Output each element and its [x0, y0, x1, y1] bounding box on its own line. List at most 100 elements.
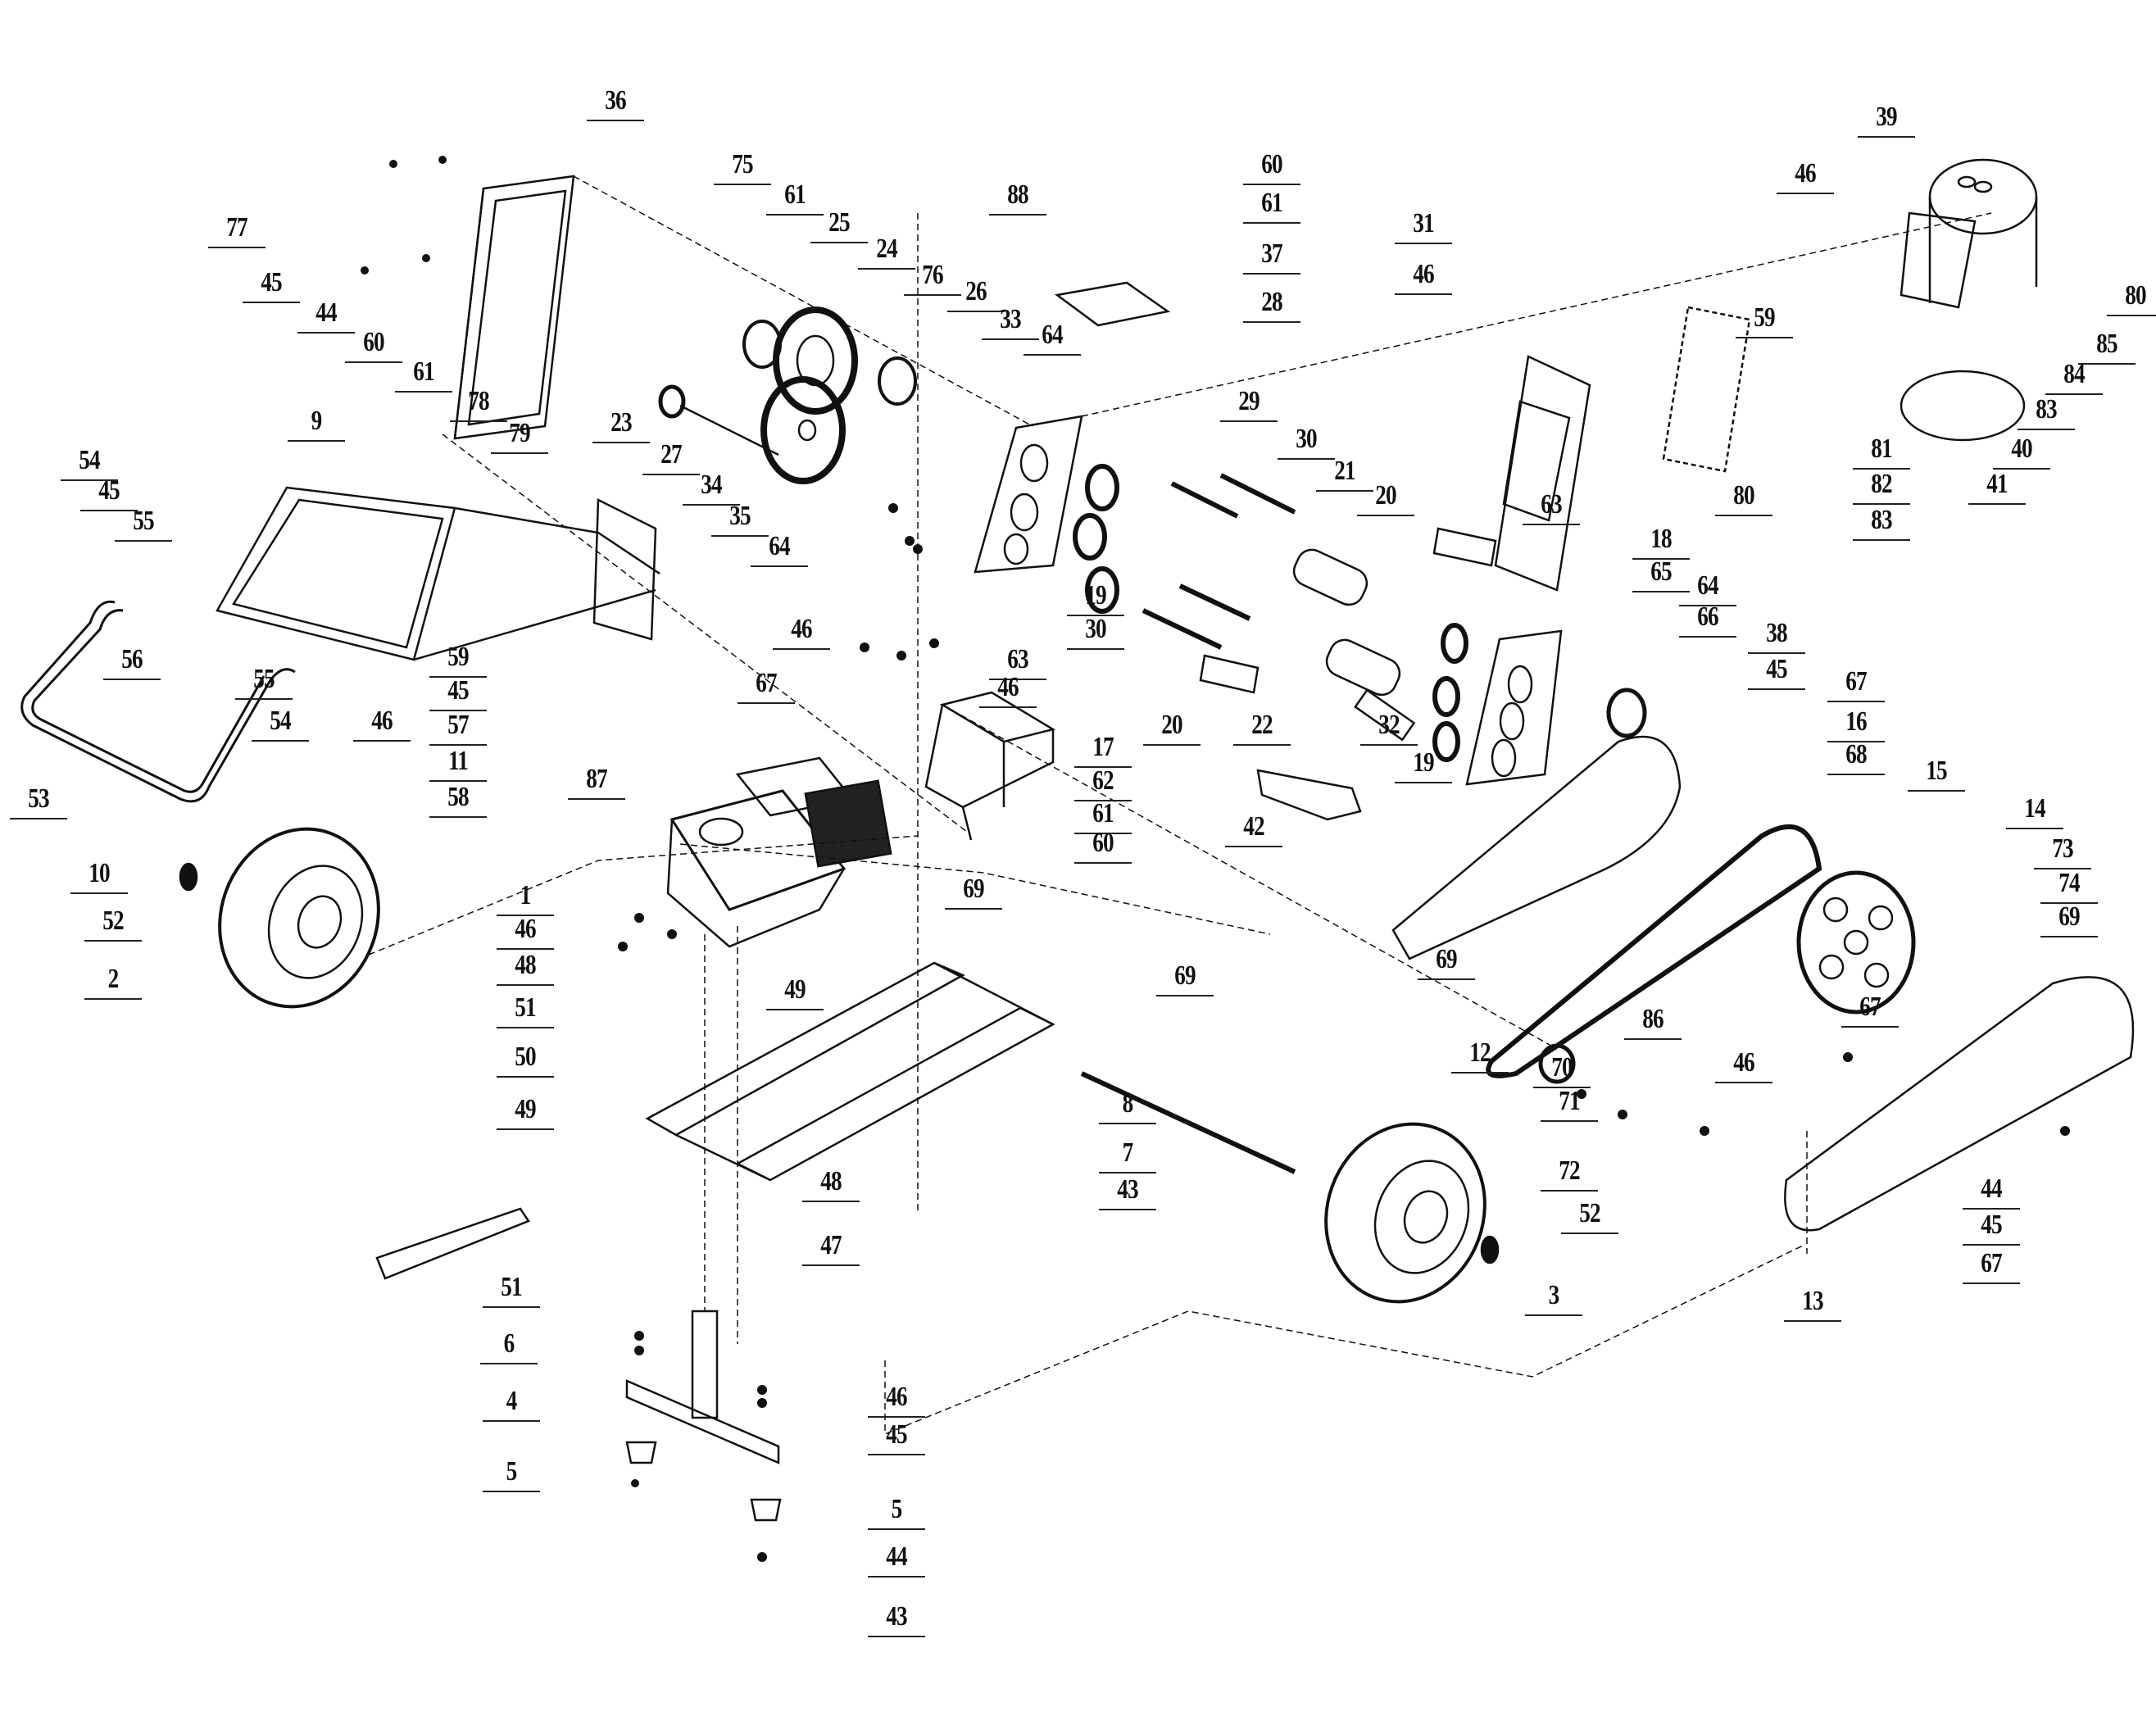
part-number: 64 — [769, 531, 790, 561]
part-callout-55: 55 — [235, 665, 293, 700]
part-number: 87 — [586, 764, 607, 794]
part-callout-11: 11 — [429, 747, 487, 782]
part-callout-71: 71 — [1541, 1087, 1598, 1122]
part-number: 61 — [413, 356, 434, 387]
part-number: 16 — [1845, 706, 1867, 737]
part-number: 17 — [1092, 732, 1114, 762]
part-number: 46 — [997, 672, 1019, 702]
part-callout-10: 10 — [70, 860, 128, 894]
part-number: 60 — [1092, 828, 1114, 858]
part-callout-46: 46 — [868, 1383, 925, 1418]
part-number: 46 — [1413, 259, 1434, 289]
part-number: 88 — [1007, 179, 1028, 210]
part-callout-4: 4 — [483, 1387, 540, 1422]
part-callout-45: 45 — [243, 269, 300, 303]
part-number: 29 — [1238, 386, 1260, 416]
part-number: 1 — [520, 880, 532, 910]
part-number: 70 — [1551, 1052, 1573, 1083]
part-number: 55 — [133, 506, 154, 536]
part-number: 15 — [1926, 756, 1947, 786]
part-callout-86: 86 — [1624, 1006, 1682, 1040]
part-callout-53: 53 — [10, 785, 67, 819]
part-number: 12 — [1469, 1037, 1491, 1068]
part-callout-59: 59 — [429, 643, 487, 678]
pulley-14 — [1796, 870, 1916, 1015]
part-callout-46: 46 — [1395, 261, 1452, 295]
part-number: 48 — [820, 1166, 842, 1196]
part-callout-48: 48 — [802, 1168, 860, 1202]
part-number: 72 — [1559, 1155, 1580, 1186]
cover-plate-37 — [1054, 281, 1171, 327]
part-callout-67: 67 — [738, 670, 795, 704]
part-number: 69 — [963, 874, 984, 904]
part-callout-13: 13 — [1784, 1287, 1841, 1322]
part-callout-46: 46 — [353, 707, 411, 742]
part-callout-67: 67 — [1963, 1250, 2020, 1284]
part-number: 69 — [1174, 960, 1196, 991]
part-callout-60: 60 — [345, 329, 402, 363]
part-callout-44: 44 — [297, 299, 355, 334]
part-number: 74 — [2058, 868, 2080, 898]
part-number: 41 — [1986, 469, 2008, 499]
part-number: 33 — [1000, 304, 1021, 334]
wheel-2 — [179, 827, 380, 1009]
part-callout-85: 85 — [2078, 330, 2136, 365]
part-callout-17: 17 — [1074, 733, 1132, 768]
part-number: 3 — [1548, 1280, 1560, 1310]
part-number: 80 — [1733, 480, 1754, 511]
part-callout-42: 42 — [1225, 813, 1282, 847]
part-callout-65: 65 — [1632, 558, 1690, 592]
tow-bar-6 — [375, 1207, 530, 1280]
part-number: 53 — [28, 783, 49, 814]
part-number: 45 — [1766, 654, 1787, 684]
hopper-9 — [216, 486, 660, 661]
part-callout-68: 68 — [1827, 741, 1885, 775]
part-callout-54: 54 — [252, 707, 309, 742]
part-callout-45: 45 — [429, 677, 487, 711]
part-callout-78: 78 — [450, 388, 507, 422]
part-number: 25 — [828, 207, 850, 238]
part-callout-1: 1 — [497, 882, 554, 916]
part-number: 83 — [1871, 505, 1892, 535]
part-number: 77 — [226, 212, 247, 243]
part-number: 20 — [1161, 710, 1182, 740]
part-callout-54: 54 — [61, 447, 118, 481]
part-number: 76 — [922, 260, 943, 290]
part-number: 6 — [503, 1328, 515, 1359]
part-callout-5: 5 — [868, 1496, 925, 1530]
part-callout-64: 64 — [1024, 321, 1081, 356]
part-callout-69: 69 — [2040, 903, 2098, 937]
part-number: 21 — [1334, 456, 1355, 486]
part-callout-82: 82 — [1853, 470, 1910, 505]
plate-18 — [1465, 629, 1563, 786]
chute-36 — [453, 175, 575, 440]
part-number: 80 — [2125, 280, 2146, 311]
part-number: 50 — [515, 1042, 536, 1072]
part-callout-25: 25 — [810, 209, 868, 243]
part-callout-63: 63 — [1523, 491, 1580, 525]
part-callout-39: 39 — [1858, 103, 1915, 138]
part-callout-43: 43 — [868, 1603, 925, 1637]
part-number: 24 — [876, 234, 897, 264]
fasteners — [361, 156, 2070, 1562]
part-number: 60 — [363, 327, 384, 357]
part-callout-34: 34 — [683, 471, 740, 506]
part-callout-81: 81 — [1853, 435, 1910, 470]
part-number: 56 — [121, 644, 143, 674]
part-callout-74: 74 — [2040, 869, 2098, 904]
part-callout-21: 21 — [1316, 457, 1373, 492]
part-number: 5 — [506, 1456, 518, 1487]
part-number: 30 — [1085, 614, 1106, 644]
part-number: 71 — [1559, 1086, 1580, 1116]
part-callout-60: 60 — [1243, 151, 1300, 185]
part-number: 46 — [886, 1382, 907, 1412]
part-number: 44 — [886, 1541, 907, 1572]
assembly-lines — [368, 175, 1992, 1436]
part-number: 49 — [515, 1094, 536, 1124]
part-callout-69: 69 — [1418, 946, 1475, 980]
part-callout-27: 27 — [642, 441, 700, 475]
part-number: 54 — [270, 706, 291, 736]
part-number: 8 — [1122, 1088, 1134, 1119]
part-number: 2 — [107, 964, 120, 994]
discharge-39 — [1900, 158, 2038, 309]
